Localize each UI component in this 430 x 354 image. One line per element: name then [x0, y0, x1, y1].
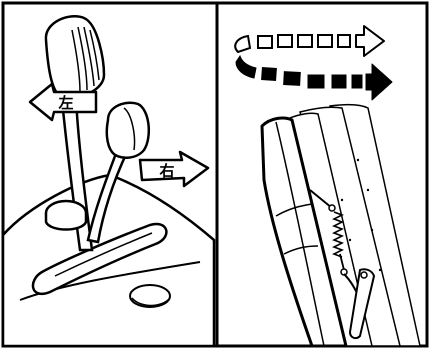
label-right: 右: [159, 162, 174, 180]
main-lever-collar-side: [46, 213, 86, 230]
console-button: [130, 285, 170, 307]
linkage-pivot: [361, 272, 367, 278]
label-left: 左: [57, 94, 73, 112]
